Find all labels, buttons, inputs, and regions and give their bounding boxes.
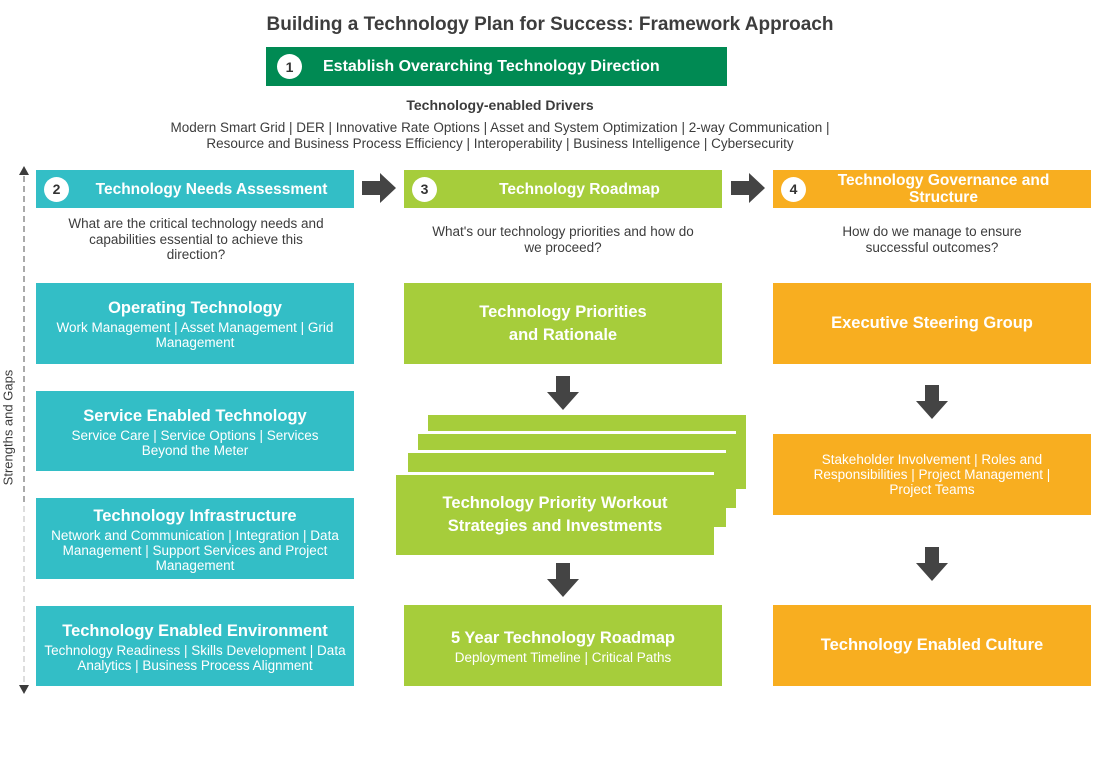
arrow-down-icon [916,547,948,581]
governance-box: Stakeholder Involvement | Roles and Resp… [773,434,1091,515]
column-label: Technology Needs Assessment [95,180,328,198]
column-header-needs-assessment: 2 Technology Needs Assessment [36,170,354,208]
box-subtitle: Work Management | Asset Management | Gri… [56,320,334,350]
arrow-up-icon [19,166,29,175]
box-title: 5 Year Technology Roadmap [450,628,676,647]
box-title: Technology Enabled Environment [62,621,328,640]
step-1-banner: 1 Establish Overarching Technology Direc… [266,47,727,86]
arrow-right-icon [362,173,396,203]
column-label: Technology Roadmap [499,180,660,198]
box-subtitle: Service Care | Service Options | Service… [71,427,319,458]
roadmap-box: Technology Priority Workout Strategies a… [393,472,714,555]
column-header-roadmap: 3 Technology Roadmap [404,170,722,208]
column-header-governance: 4 Technology Governance and Structure [773,170,1091,208]
needs-box: Service Enabled Technology Service Care … [36,391,354,471]
box-subtitle: Technology Readiness | Skills Developmen… [44,642,346,673]
arrow-down-icon [916,385,948,419]
column-label: Technology Governance and Structure [837,172,1050,206]
needs-box: Technology Enabled Environment Technolog… [36,606,354,686]
arrow-right-icon [731,173,765,203]
governance-box: Executive Steering Group [773,283,1091,364]
drivers-line-2: Resource and Business Process Efficiency… [206,135,794,151]
roadmap-box: Technology Priorities and Rationale [404,283,722,364]
box-title: Service Enabled Technology [83,406,307,425]
needs-box: Operating Technology Work Management | A… [36,283,354,364]
box-subtitle: Deployment Timeline | Critical Paths [454,649,672,665]
column-question: What are the critical technology needs a… [68,216,324,262]
box-subtitle: Network and Communication | Integration … [51,527,339,573]
step-number-badge: 1 [277,54,302,79]
needs-box: Technology Infrastructure Network and Co… [36,498,354,579]
box-subtitle: Stakeholder Involvement | Roles and Resp… [813,452,1051,497]
roadmap-box: 5 Year Technology Roadmap Deployment Tim… [404,605,722,686]
box-title: Operating Technology [108,299,282,317]
axis-label: Strengths and Gaps [0,369,16,486]
box-title: Technology Priorities and Rationale [479,302,647,344]
column-question: How do we manage to ensure successful ou… [842,224,1022,255]
arrow-down-icon [547,563,579,597]
drivers-heading: Technology-enabled Drivers [406,97,594,113]
arrow-down-icon [19,685,29,694]
step-number-badge: 3 [412,176,437,202]
diagram-title: Building a Technology Plan for Success: … [266,14,834,35]
step-number-badge: 4 [781,176,806,202]
step-1-label: Establish Overarching Technology Directi… [323,57,660,75]
box-title: Technology Priority Workout Strategies a… [442,494,668,535]
step-number-badge: 2 [44,176,69,202]
strengths-gaps-axis [19,166,29,694]
column-question: What's our technology priorities and how… [432,224,694,255]
arrow-down-icon [547,376,579,410]
box-title: Technology Enabled Culture [820,636,1044,654]
box-title: Executive Steering Group [831,314,1033,332]
box-title: Technology Infrastructure [93,506,297,525]
drivers-list: Modern Smart Grid | DER | Innovative Rat… [100,120,900,151]
governance-box: Technology Enabled Culture [773,605,1091,686]
drivers-line-1: Modern Smart Grid | DER | Innovative Rat… [170,120,830,135]
